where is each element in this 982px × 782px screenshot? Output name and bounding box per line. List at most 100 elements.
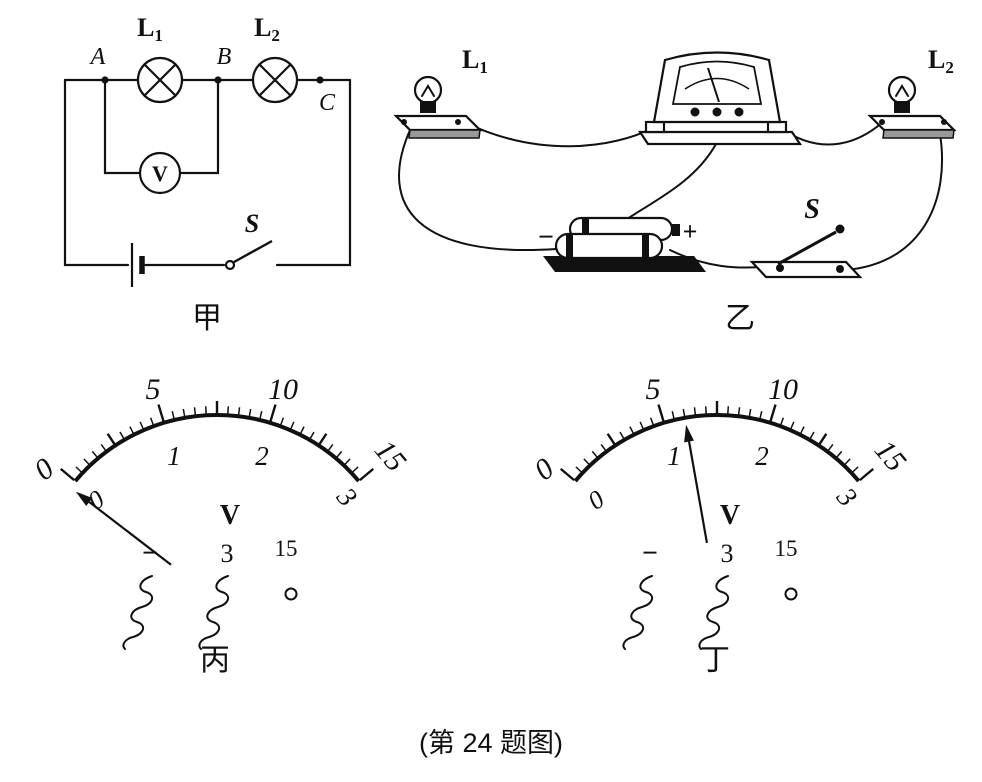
dial-tick	[852, 466, 859, 473]
dial-tick	[844, 458, 851, 465]
battery-symbol	[130, 243, 145, 287]
scale-lower-2: 2	[255, 441, 269, 471]
scale-upper-10: 10	[768, 373, 798, 406]
gauge-dial-ding	[559, 401, 875, 544]
node-b-label: B	[217, 44, 232, 70]
dial-tick	[359, 467, 375, 482]
scale-lower-0: 0	[582, 484, 609, 515]
dial-arc	[73, 413, 361, 483]
wire-left	[63, 78, 130, 267]
lamp1-pictorial	[393, 75, 483, 139]
dial-tick	[193, 407, 197, 415]
dial-tick	[818, 433, 828, 445]
dial-tick	[280, 417, 285, 426]
wire-switch-lamp2	[845, 133, 944, 271]
dial-tick	[259, 411, 263, 419]
schematic-circuit: V A B C L1 L2 S 甲	[63, 13, 352, 335]
voltmeter-branch-wires	[103, 78, 220, 175]
scale-upper-5: 5	[646, 373, 661, 406]
terminal-15-post	[784, 587, 798, 601]
dial-tick	[748, 408, 752, 417]
dial-tick	[682, 408, 686, 417]
dial-tick	[352, 466, 359, 473]
gauge-needle	[88, 501, 172, 566]
scale-upper-0: 0	[528, 452, 560, 487]
scale-upper-0: 0	[28, 452, 60, 487]
unit-label: V	[220, 500, 240, 531]
dial-tick	[800, 426, 805, 434]
dial-tick	[119, 431, 125, 439]
panel-label-ding: 丁	[700, 644, 730, 677]
lamp1-photo-label: L1	[462, 45, 488, 77]
scale-upper-15: 15	[368, 434, 413, 478]
scale-lower-1: 1	[667, 441, 681, 471]
terminal-neg-label: −	[142, 538, 158, 569]
dial-tick	[149, 417, 154, 426]
gauge-needle	[687, 441, 709, 544]
coil-wire-3	[698, 575, 730, 650]
node-c-label: C	[319, 90, 336, 116]
figure-caption: (第 24 题图)	[419, 728, 563, 758]
dial-tick	[157, 404, 165, 422]
terminal-3-label: 3	[221, 539, 234, 568]
dial-tick	[693, 407, 697, 415]
panel-label-jia: 甲	[192, 302, 222, 335]
dial-tick	[344, 458, 351, 465]
coil-wire-3	[198, 575, 230, 650]
node-c-dot	[316, 76, 324, 84]
needle-arrowhead	[684, 424, 694, 443]
dial-tick	[129, 426, 134, 434]
terminal-15-post	[284, 587, 298, 601]
dial-tick	[290, 421, 295, 430]
dial-tick	[59, 467, 75, 482]
wire-lamp1-meter	[459, 119, 658, 148]
dial-tick	[769, 404, 777, 422]
voltmeter-face-ding: 5 10 0 15 1 2 0 3 V − 3 15 丁	[528, 373, 912, 677]
panel-label-yi: 乙	[725, 302, 755, 335]
dial-tick	[237, 407, 241, 415]
dial-tick	[171, 411, 175, 419]
dial-tick	[790, 421, 795, 430]
terminal-3-label: 3	[721, 539, 734, 568]
coil-wire-neg	[622, 575, 654, 650]
scale-lower-1: 1	[167, 441, 181, 471]
battery-pictorial	[543, 216, 706, 272]
scale-lower-3: 3	[329, 481, 362, 512]
pictorial-circuit: L1 L2	[393, 45, 957, 335]
voltmeter-label: V	[152, 161, 168, 186]
dial-tick	[759, 411, 763, 419]
panel-label-bing: 丙	[200, 644, 230, 677]
coil-wire-neg	[122, 575, 154, 650]
lamp-symbol-L2	[251, 56, 299, 104]
dial-tick	[619, 431, 625, 439]
lamp2-label: L2	[254, 13, 280, 45]
dial-tick	[182, 408, 186, 417]
switch-label: S	[245, 209, 259, 238]
dial-tick	[248, 408, 252, 417]
dial-tick	[629, 426, 634, 434]
dial-tick	[318, 433, 328, 445]
scale-upper-10: 10	[268, 373, 298, 406]
switch-symbol	[224, 239, 273, 271]
switch-pictorial	[749, 224, 863, 279]
dial-tick	[559, 467, 575, 482]
voltmeter-symbol: V	[138, 151, 182, 195]
dial-tick	[83, 458, 90, 465]
dial-tick	[300, 426, 305, 434]
dial-tick	[309, 431, 315, 439]
wire-right	[275, 78, 352, 267]
meter-pictorial	[637, 51, 803, 146]
scale-lower-2: 2	[755, 441, 769, 471]
dial-tick	[606, 433, 616, 445]
wire-lamp1-battery	[398, 129, 557, 251]
unit-label: V	[720, 500, 740, 531]
dial-tick	[269, 404, 277, 422]
dial-tick	[91, 450, 98, 458]
dial-tick	[859, 467, 875, 482]
terminal-15-label: 15	[775, 536, 798, 561]
dial-tick	[639, 421, 644, 430]
dial-tick	[836, 450, 843, 458]
dial-tick	[336, 450, 343, 458]
